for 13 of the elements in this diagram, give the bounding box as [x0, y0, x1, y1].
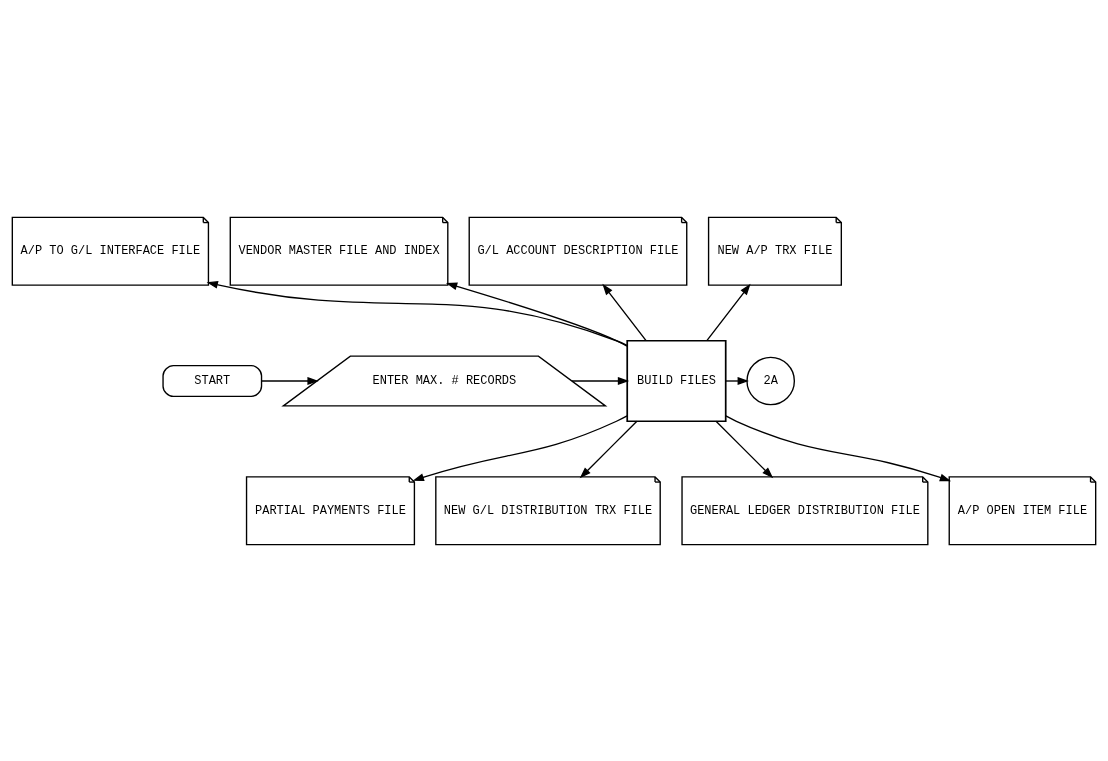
arrow [725, 376, 749, 385]
arrow [571, 376, 630, 385]
node-box: BUILD FILES [626, 339, 727, 422]
node-box: START [162, 364, 263, 397]
arrow [412, 414, 628, 481]
arrow [206, 280, 628, 346]
arrow [445, 281, 628, 347]
arrow [706, 283, 751, 341]
arrow [579, 420, 638, 478]
arrow [715, 420, 774, 478]
node-circle: 2A [746, 356, 796, 405]
arrow [602, 283, 647, 341]
arrow [261, 376, 319, 385]
